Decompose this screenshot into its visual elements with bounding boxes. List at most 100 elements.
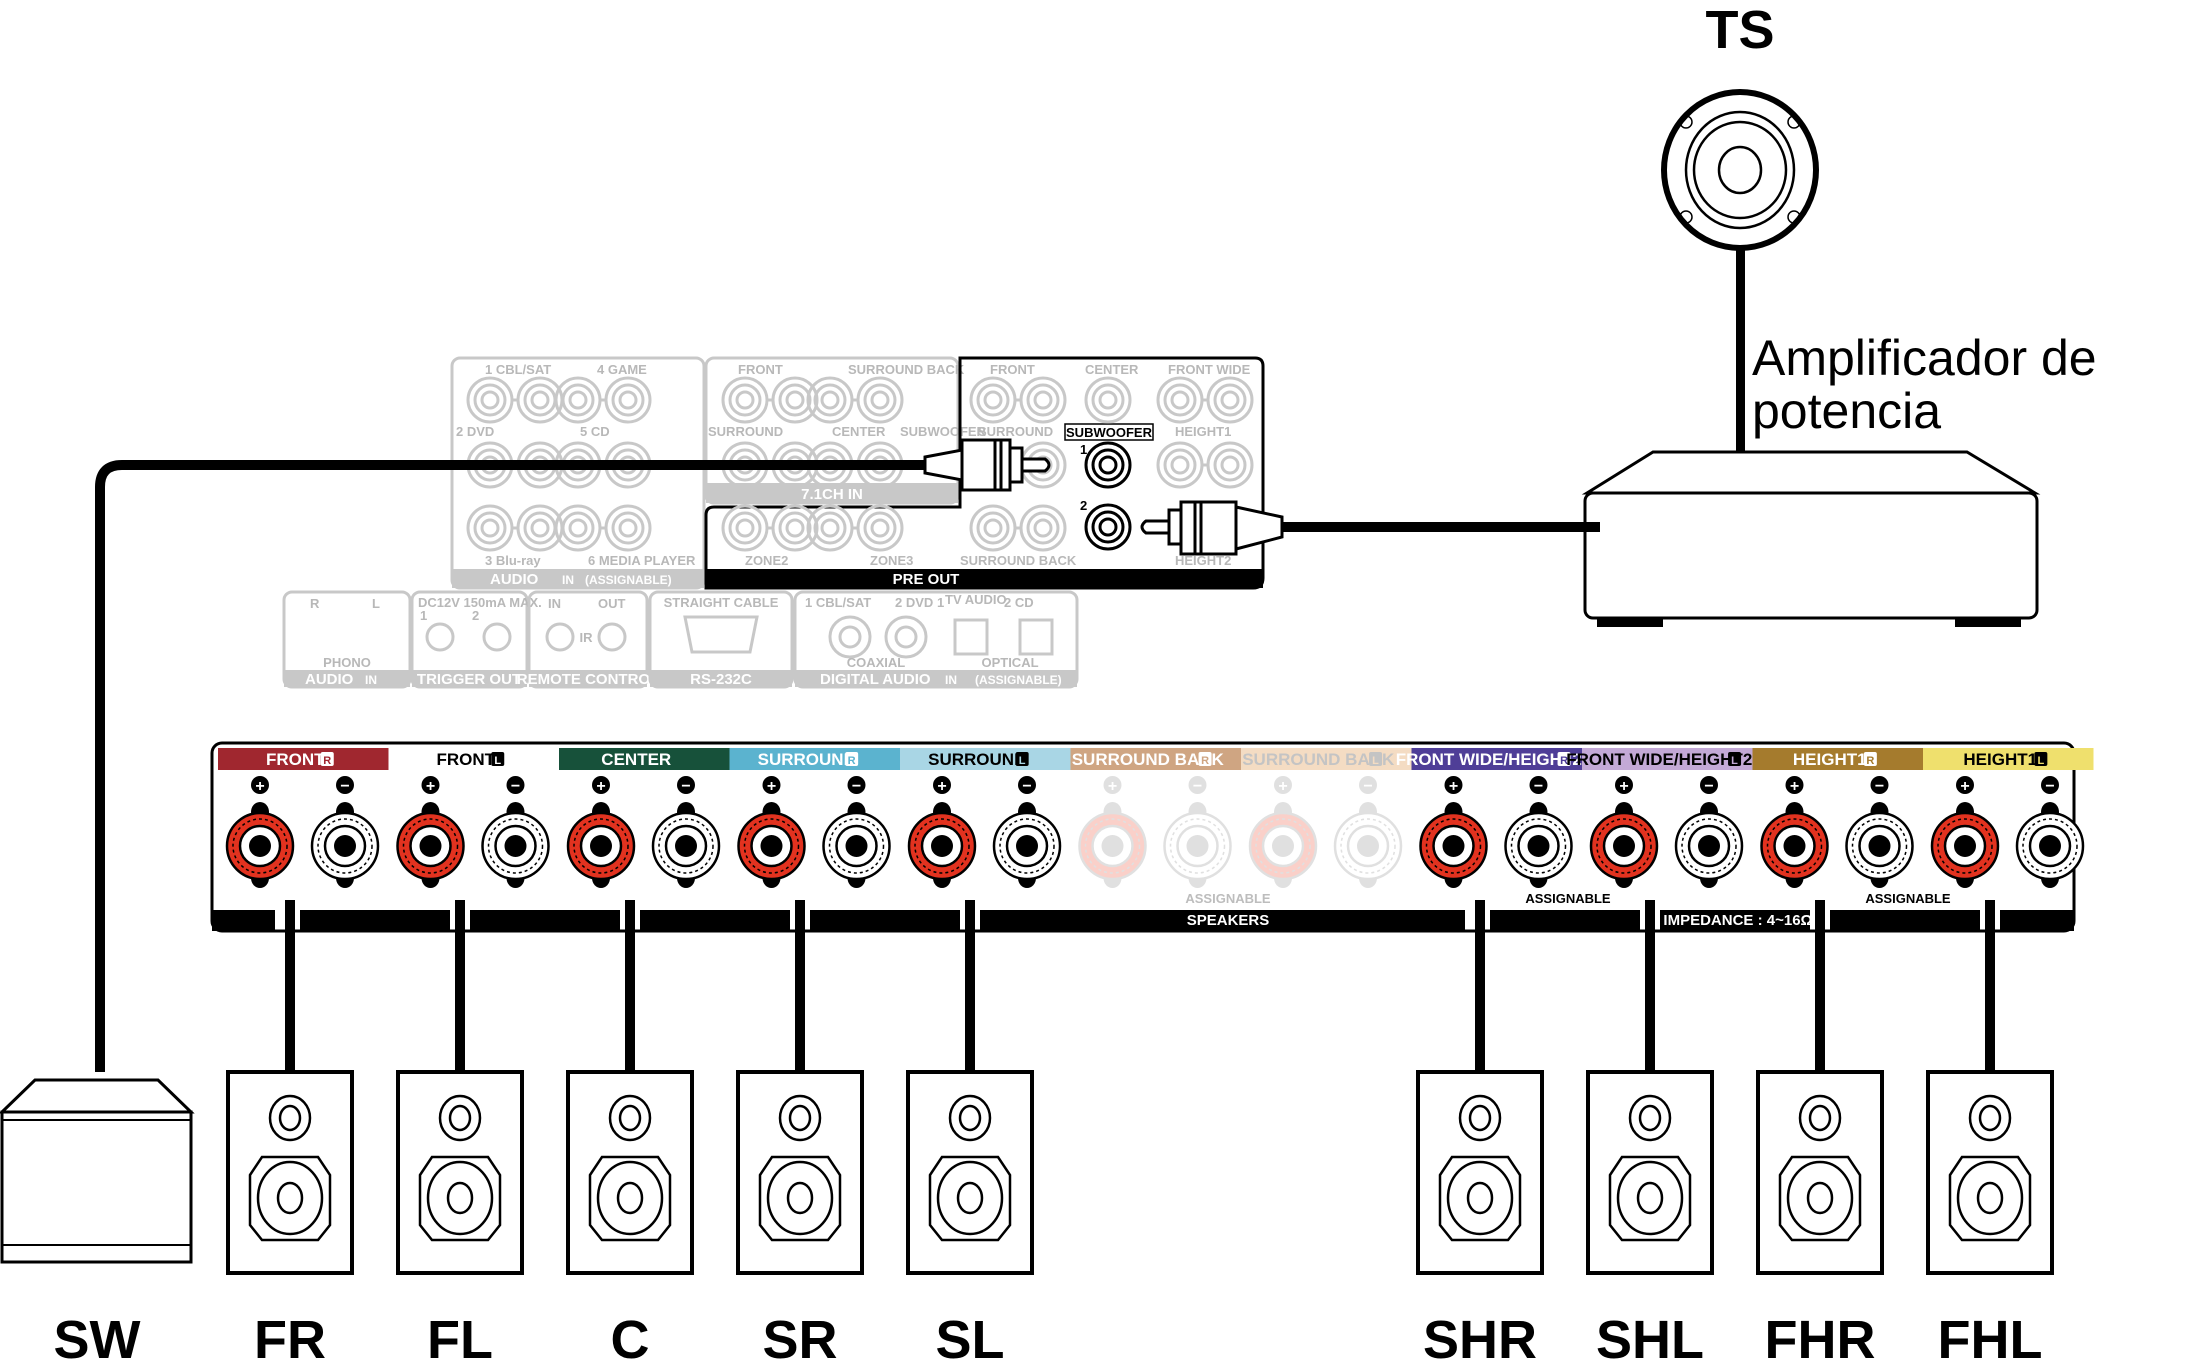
audio-in-footer-badge: IN — [562, 573, 574, 587]
channel-label-text: SURROUND BACK — [1072, 750, 1225, 769]
phono-group: R L PHONO AUDIO IN — [282, 590, 412, 689]
minus-terminal[interactable]: − — [651, 776, 721, 888]
amplifier-cable — [1140, 500, 1600, 556]
trigger-jack-2[interactable] — [482, 622, 512, 652]
pre-out-label-front: FRONT — [990, 362, 1035, 377]
speaker-cable — [1815, 900, 1825, 1072]
trigger-jack-1[interactable] — [425, 622, 455, 652]
channel-label-text: FRONT WIDE/HEIGHT2 — [1566, 750, 1752, 769]
plus-icon: + — [937, 778, 946, 795]
rs232-group: STRAIGHT CABLE RS-232C — [648, 590, 794, 689]
trigger-j1: 1 — [420, 608, 427, 623]
remote-ir: IR — [580, 630, 594, 645]
plus-terminal[interactable]: + — [1078, 776, 1147, 888]
panel-footer-segment — [212, 910, 275, 931]
panel-footer — [212, 910, 2074, 931]
channel-label-text: HEIGHT1 — [1963, 750, 2037, 769]
rca-jack-pair[interactable] — [969, 504, 1067, 552]
rca-jack-pair[interactable] — [554, 376, 652, 424]
speaker-cable — [455, 900, 465, 1072]
speaker-fhr: FHR — [1756, 900, 1884, 1363]
subwoofer-box-label: SUBWOOFER — [1066, 425, 1153, 440]
plus-terminal[interactable]: + — [907, 776, 977, 888]
subwoofer-icon — [0, 1078, 195, 1264]
minus-icon: − — [1534, 778, 1543, 795]
speaker-icon — [1416, 1070, 1544, 1275]
phono-footer-badge: IN — [365, 673, 377, 687]
speaker-icon — [226, 1070, 354, 1275]
subwoofer-jack-1[interactable] — [1084, 441, 1132, 489]
minus-terminal[interactable]: − — [992, 776, 1062, 888]
digital-footer-note: (ASSIGNABLE) — [975, 673, 1062, 687]
minus-icon: − — [681, 778, 690, 795]
plus-terminal[interactable]: + — [396, 776, 465, 888]
minus-terminal[interactable]: − — [481, 776, 550, 888]
plus-terminal[interactable]: + — [566, 776, 636, 888]
rca-jack-pair[interactable] — [554, 504, 652, 552]
panel-footer-segment — [1660, 910, 1810, 931]
channel-side-badge: L — [1372, 755, 1379, 767]
optical-port-1[interactable] — [953, 618, 989, 656]
minus-terminal[interactable]: − — [310, 776, 380, 888]
rca-jack-pair[interactable] — [806, 504, 904, 552]
top-speaker-icon — [1661, 89, 1819, 251]
plus-terminal[interactable]: + — [225, 776, 295, 888]
rca-jack-pair[interactable] — [1156, 441, 1254, 489]
rca-jack-pair[interactable] — [969, 376, 1067, 424]
rca-plug-2[interactable] — [1140, 500, 1284, 556]
speaker-cable — [965, 900, 975, 1072]
plus-terminal[interactable]: + — [1930, 776, 2000, 888]
subwoofer-jack-2[interactable] — [1084, 503, 1132, 551]
rca-jack-center[interactable] — [1084, 376, 1132, 424]
rca-jack-pair[interactable] — [806, 376, 904, 424]
minus-terminal[interactable]: − — [822, 776, 891, 888]
channel-label-text: SURROUND — [758, 750, 856, 769]
speaker-cable — [1985, 900, 1995, 1072]
minus-icon: − — [2045, 778, 2054, 795]
panel-footer-segment — [1490, 910, 1640, 931]
plus-terminal[interactable]: + — [1589, 776, 1659, 888]
plus-terminal[interactable]: + — [1419, 776, 1488, 888]
trigger-spec: DC12V 150mA MAX. — [418, 595, 542, 610]
remote-out-jack[interactable] — [597, 622, 627, 652]
audio-in-label-6: 6 MEDIA PLAYER — [588, 553, 696, 568]
sub-jack-2-label: 2 — [1080, 498, 1087, 513]
plus-terminal[interactable]: + — [1760, 776, 1829, 888]
assignable-label-h1: ASSIGNABLE — [1865, 891, 1951, 906]
pre-out-footer: PRE OUT — [893, 571, 960, 588]
digital-footer-badge: IN — [945, 673, 957, 687]
minus-terminal[interactable]: − — [1674, 776, 1744, 888]
subwoofer-box — [1064, 423, 1154, 441]
rca-jack-pair[interactable] — [466, 376, 564, 424]
rca-jack-pair[interactable] — [721, 376, 819, 424]
channel-label-text: FRONT — [436, 750, 495, 769]
phono-r: R — [310, 596, 320, 611]
remote-in-jack[interactable] — [545, 622, 575, 652]
plus-terminal[interactable]: + — [1248, 776, 1318, 888]
channel-label-2: CENTER — [559, 748, 730, 770]
speaker-shl: SHL — [1586, 900, 1714, 1363]
rs232-port[interactable] — [683, 615, 759, 654]
plus-icon: + — [255, 778, 264, 795]
ch71-in-group: FRONT SURROUND BACK SURROUND CENTER SUBW… — [704, 356, 987, 505]
minus-terminal[interactable]: − — [1845, 776, 1914, 888]
speaker-cable — [1475, 900, 1485, 1072]
channel-side-badge: L — [494, 755, 501, 767]
optical-port-2[interactable] — [1018, 618, 1054, 656]
plus-terminal[interactable]: + — [737, 776, 806, 888]
digital-opt2: 2 CD — [1004, 595, 1034, 610]
minus-terminal[interactable]: − — [1504, 776, 1573, 888]
rca-jack-pair[interactable] — [466, 504, 564, 552]
rca-plug-1[interactable] — [923, 438, 1051, 492]
minus-terminal[interactable]: − — [1333, 776, 1403, 888]
coax-jack-2[interactable] — [884, 615, 928, 659]
rca-jack-pair[interactable] — [721, 504, 819, 552]
minus-terminal[interactable]: − — [1163, 776, 1232, 888]
rca-jack-pair[interactable] — [1156, 376, 1254, 424]
ch71-label-surround-back: SURROUND BACK — [848, 362, 965, 377]
minus-terminal[interactable]: − — [2015, 776, 2085, 888]
coax-jack-1[interactable] — [828, 615, 872, 659]
